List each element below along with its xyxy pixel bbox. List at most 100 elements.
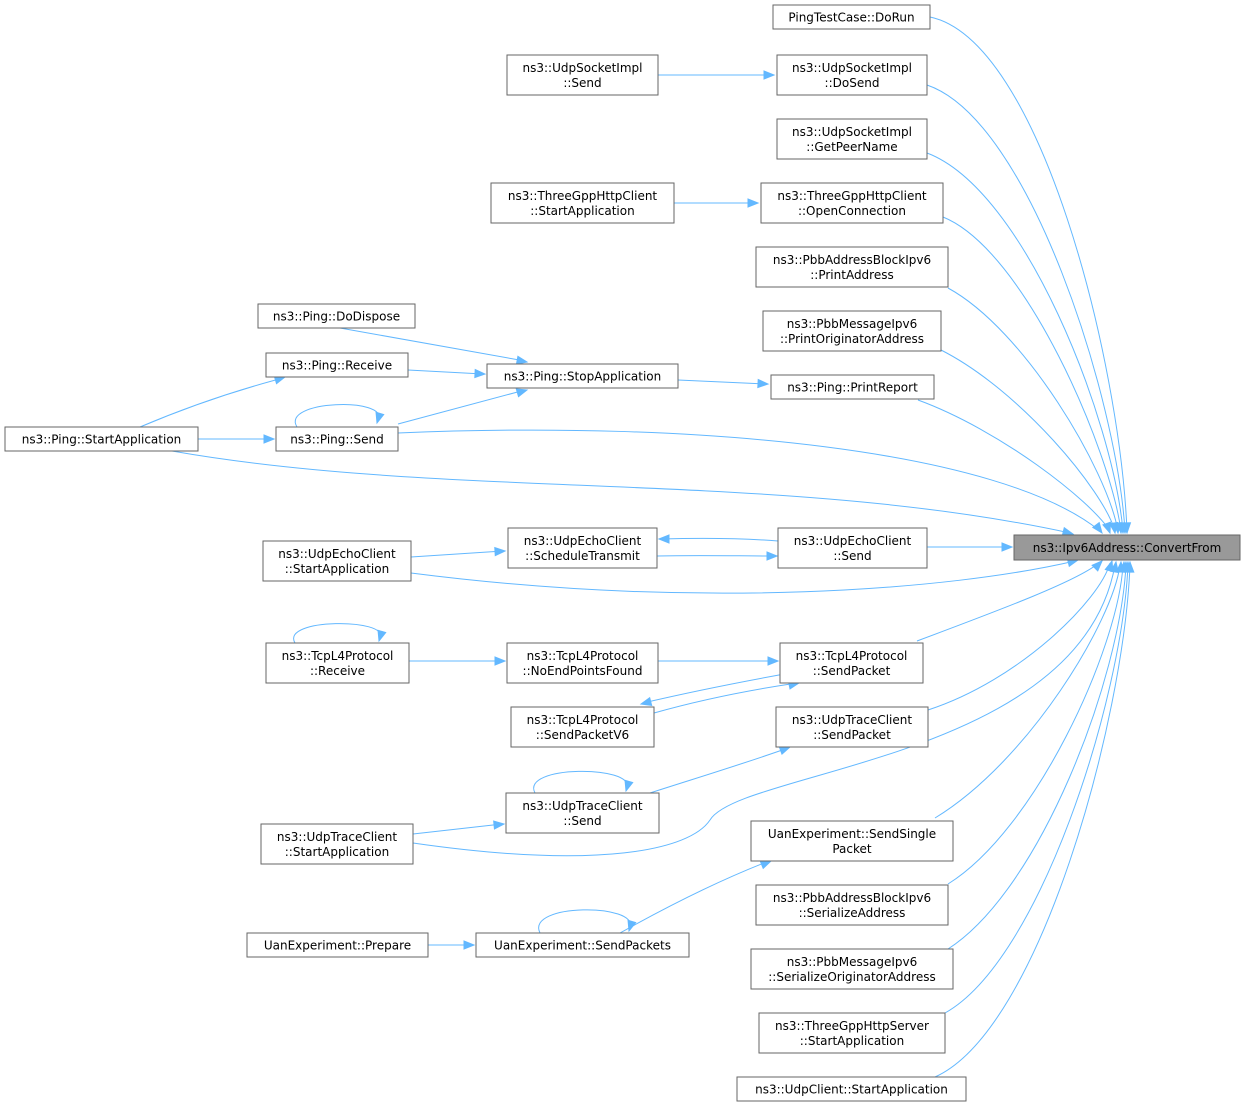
- node-label: ns3::Ping::PrintReport: [787, 381, 918, 395]
- node-box: [475, 932, 690, 958]
- arrowhead: [657, 534, 670, 544]
- arrowhead: [375, 411, 385, 425]
- node-label: ns3::UdpSocketImpl: [792, 61, 912, 75]
- caller-node[interactable]: ns3::Ping::PrintReport: [770, 374, 935, 400]
- arrowhead: [263, 434, 276, 444]
- caller-node[interactable]: ns3::PbbMessageIpv6::SerializeOriginator…: [750, 948, 954, 990]
- node-box: [265, 352, 409, 378]
- caller-node[interactable]: ns3::UdpSocketImpl::GetPeerName: [776, 118, 928, 160]
- node-label: ::SendPacketV6: [536, 728, 629, 742]
- arrowhead: [1091, 560, 1103, 572]
- caller-node[interactable]: ns3::UdpTraceClient::SendPacket: [775, 706, 929, 748]
- arrowhead: [515, 388, 529, 398]
- node-label: ::SerializeOriginatorAddress: [768, 970, 935, 984]
- edge-arrow: [409, 656, 507, 666]
- caller-node[interactable]: UanExperiment::Prepare: [246, 932, 429, 958]
- node-label: ::OpenConnection: [798, 204, 906, 218]
- caller-node[interactable]: ns3::ThreeGppHttpServer::StartApplicatio…: [758, 1012, 946, 1054]
- node-label: ns3::TcpL4Protocol: [796, 649, 908, 663]
- edge-arrow: [657, 534, 779, 544]
- node-label: ::GetPeerName: [806, 140, 897, 154]
- edge-arrow: [293, 623, 387, 644]
- node-box: [510, 706, 655, 748]
- caller-node[interactable]: ns3::ThreeGppHttpClient::StartApplicatio…: [490, 182, 675, 224]
- arrowhead: [1091, 521, 1103, 535]
- caller-node[interactable]: PingTestCase::DoRun: [772, 4, 931, 30]
- root-node[interactable]: ns3::Ipv6Address::ConvertFrom: [1013, 534, 1241, 561]
- arrowhead: [494, 546, 507, 557]
- node-label: ::SerializeAddress: [799, 906, 906, 920]
- caller-node[interactable]: ns3::PbbMessageIpv6::PrintOriginatorAddr…: [762, 310, 942, 352]
- caller-node[interactable]: ns3::Ping::Receive: [265, 352, 409, 378]
- caller-node[interactable]: ns3::TcpL4Protocol::SendPacket: [779, 642, 924, 684]
- arrowhead: [757, 378, 770, 389]
- node-box: [486, 363, 679, 389]
- caller-node[interactable]: ns3::UdpEchoClient::Send: [777, 527, 928, 569]
- edge-line: [410, 560, 1076, 594]
- node-box: [750, 948, 954, 990]
- caller-node[interactable]: ns3::Ping::StopApplication: [486, 363, 679, 389]
- node-box: [736, 1076, 967, 1102]
- edge-arrow: [538, 909, 637, 934]
- node-box: [779, 642, 924, 684]
- edge-arrow: [940, 349, 1119, 535]
- caller-node[interactable]: ns3::UdpEchoClient::StartApplication: [262, 540, 412, 582]
- arrowhead: [515, 355, 529, 365]
- edge-arrow: [139, 375, 287, 428]
- edge-arrow: [677, 378, 770, 389]
- node-label: ns3::UdpTraceClient: [277, 830, 397, 844]
- arrowhead: [1001, 542, 1014, 552]
- caller-node[interactable]: ns3::UdpSocketImpl::DoSend: [776, 54, 928, 96]
- edge-line: [942, 216, 1122, 532]
- caller-node[interactable]: ns3::PbbAddressBlockIpv6::PrintAddress: [755, 246, 949, 288]
- caller-node[interactable]: ns3::TcpL4Protocol::SendPacketV6: [510, 706, 655, 748]
- caller-node[interactable]: UanExperiment::SendPackets: [475, 932, 690, 958]
- caller-node[interactable]: ns3::UdpClient::StartApplication: [736, 1076, 967, 1102]
- caller-node[interactable]: ns3::UdpEchoClient::ScheduleTransmit: [507, 527, 658, 569]
- caller-node[interactable]: ns3::UdpSocketImpl::Send: [506, 54, 659, 96]
- edge-line: [929, 16, 1128, 532]
- arrowhead: [474, 368, 487, 379]
- caller-node[interactable]: ns3::UdpTraceClient::StartApplication: [260, 823, 414, 865]
- node-box: [507, 527, 658, 569]
- node-label: ::Send: [563, 814, 601, 828]
- node-box: [257, 303, 416, 329]
- arrowhead: [778, 746, 792, 756]
- edge-line: [139, 377, 284, 428]
- caller-node[interactable]: ns3::PbbAddressBlockIpv6::SerializeAddre…: [755, 884, 949, 926]
- caller-node[interactable]: ns3::Ping::StartApplication: [4, 426, 199, 452]
- edge-arrow: [412, 820, 506, 835]
- caller-node[interactable]: ns3::TcpL4Protocol::NoEndPointsFound: [506, 642, 659, 684]
- arrowhead: [639, 696, 653, 706]
- node-label: UanExperiment::SendSingle: [768, 827, 936, 841]
- node-label: ::Send: [833, 549, 871, 563]
- edge-arrow: [639, 672, 791, 706]
- caller-node[interactable]: ns3::Ping::Send: [275, 426, 399, 452]
- node-label: ns3::PbbMessageIpv6: [787, 955, 918, 969]
- arrowhead: [493, 820, 506, 830]
- node-label: ::SendPacket: [813, 728, 891, 742]
- node-label: ::NoEndPointsFound: [523, 664, 643, 678]
- node-label: ::StartApplication: [800, 1034, 904, 1048]
- caller-node[interactable]: ns3::Ping::DoDispose: [257, 303, 416, 329]
- edge-line: [619, 860, 770, 934]
- edge-arrow: [294, 404, 385, 428]
- arrowhead: [767, 656, 780, 666]
- caller-node[interactable]: ns3::TcpL4Protocol::Receive: [265, 642, 410, 684]
- node-label: ns3::Ping::StartApplication: [22, 433, 182, 447]
- node-label: ::PrintAddress: [810, 268, 893, 282]
- node-box: [760, 182, 944, 224]
- node-label: ::StartApplication: [285, 562, 389, 576]
- arrowhead: [1108, 521, 1119, 535]
- edge-arrow: [171, 450, 1075, 537]
- node-box: [490, 182, 675, 224]
- node-label: ns3::PbbMessageIpv6: [787, 317, 918, 331]
- node-box: [750, 820, 954, 862]
- edge-arrow: [649, 746, 792, 794]
- caller-node[interactable]: ns3::ThreeGppHttpClient::OpenConnection: [760, 182, 944, 224]
- edge-line: [916, 561, 1101, 642]
- arrowhead: [494, 656, 507, 666]
- caller-node[interactable]: ns3::UdpTraceClient::Send: [505, 792, 660, 834]
- edge-line: [642, 672, 791, 704]
